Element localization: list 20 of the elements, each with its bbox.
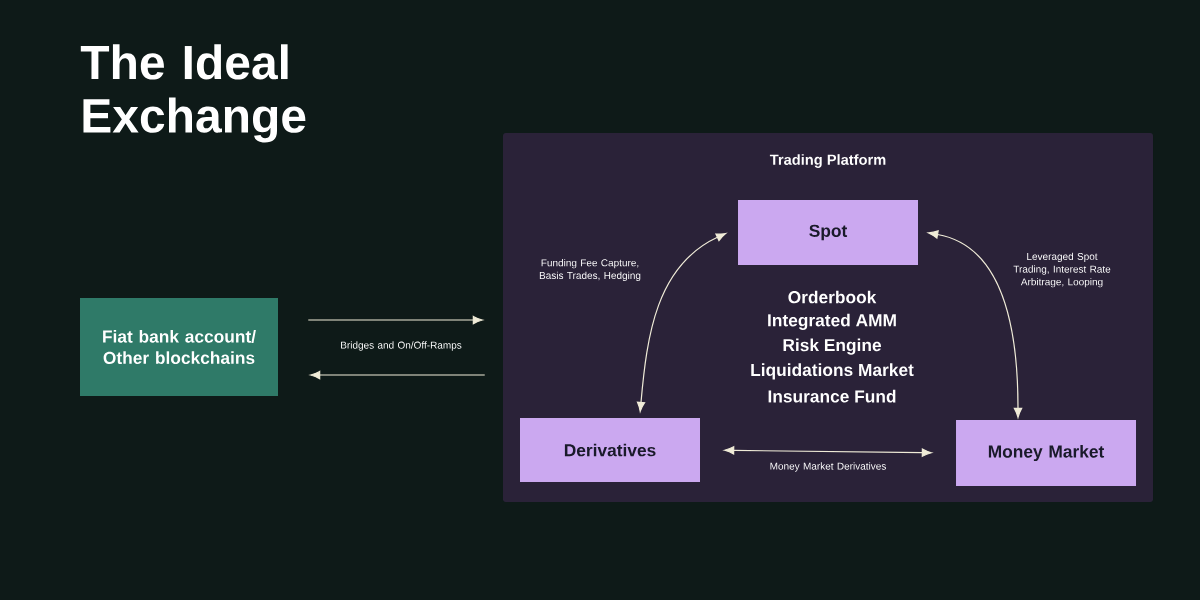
market-box: Derivatives — [520, 418, 700, 482]
market-box: Spot — [738, 200, 918, 265]
arrow — [928, 230, 1023, 418]
title: The Ideal Exchange — [80, 44, 306, 143]
source-box: Fiat bank account/ Other blockchains — [80, 298, 278, 396]
arrow — [636, 232, 727, 412]
edge-label: Leveraged Spot Trading, Interest Rate Arbitrage, Looping — [1013, 252, 1111, 288]
market-box: Money Market — [956, 420, 1136, 486]
feature-label: Integrated AMM — [768, 313, 896, 330]
feature-label: Risk Engine — [783, 338, 881, 355]
arrow — [310, 370, 486, 380]
feature-label: Insurance Fund — [768, 389, 896, 403]
panel-heading: Trading Platform — [769, 154, 886, 168]
edge-label: Bridges and On/Off-Ramps — [341, 341, 462, 351]
edge-label: Funding Fee Capture, Basis Trades, Hedging — [539, 259, 641, 281]
feature-label: Liquidations Market — [751, 363, 914, 380]
edge-label: Money Market Derivatives — [770, 462, 886, 472]
feature-label: Orderbook — [788, 290, 877, 304]
arrow — [307, 315, 483, 325]
arrow — [724, 446, 932, 457]
